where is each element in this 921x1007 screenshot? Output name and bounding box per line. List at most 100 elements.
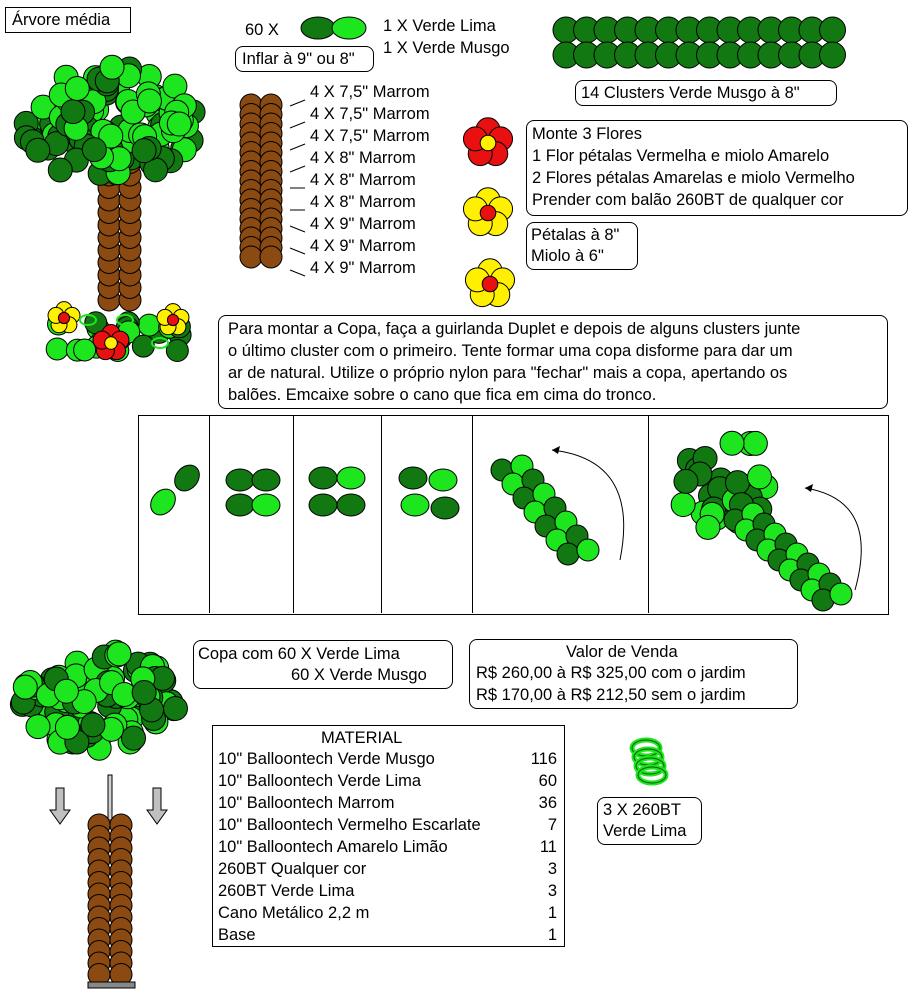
trunk-size-item: 4 X 7,5" Marrom <box>310 127 430 145</box>
instructions-box: Para montar a Copa, faça a guirlanda Dup… <box>218 315 888 409</box>
canopy-balloon <box>60 99 86 125</box>
balloon-step <box>719 430 745 456</box>
garden-balloon <box>73 338 97 362</box>
trunk-balloon <box>259 245 283 269</box>
garden-balloon <box>165 339 189 363</box>
spiral-coil-outline <box>637 766 667 784</box>
copa-balloon <box>25 714 51 740</box>
arrow-head <box>805 484 813 492</box>
copa-balloon <box>80 712 106 738</box>
flowers-illustration <box>462 117 516 308</box>
flowers-line: 2 Flores pétalas Amarelas e miolo Vermel… <box>532 169 855 187</box>
trunk-size-item: 4 X 9" Marrom <box>310 259 416 277</box>
page-title: Árvore média <box>12 11 111 29</box>
spiral-decoration <box>116 314 134 326</box>
copa-balloon <box>53 678 79 704</box>
copa-illustration <box>9 639 188 989</box>
trunk-size-item: 4 X 7,5" Marrom <box>310 83 430 101</box>
spiral-line2: Verde Lima <box>603 822 687 840</box>
canopy-balloon <box>136 88 162 114</box>
inflate-note: Inflar à 9" ou 8" <box>242 50 355 68</box>
price-with-garden: R$ 260,00 à R$ 325,00 com o jardim <box>476 664 746 682</box>
cluster-balloon <box>819 16 846 44</box>
verde-musgo-balloon <box>300 16 336 40</box>
balloon-step <box>747 464 773 490</box>
material-name: Base <box>218 926 256 944</box>
price-without-garden: R$ 170,00 à R$ 212,50 sem o jardim <box>476 686 746 704</box>
balloon-pair-icon <box>300 16 367 40</box>
copa-line2: 60 X Verde Musgo <box>291 666 427 684</box>
copa-balloon <box>12 674 38 700</box>
copa-balloon <box>54 714 80 740</box>
balloon-step <box>576 538 600 562</box>
copa-box: Copa com 60 X Verde Lima 60 X Verde Musg… <box>193 640 453 689</box>
garden-balloon <box>131 334 155 358</box>
canopy-balloon <box>166 111 192 137</box>
metal-pipe <box>107 774 113 821</box>
pointer-line <box>289 165 306 173</box>
copa-balloon <box>106 641 132 667</box>
step-divider <box>381 415 382 613</box>
balloon-step <box>673 468 699 494</box>
pointer-line <box>289 99 306 107</box>
canopy-balloon <box>64 76 90 102</box>
trunk-size-item: 4 X 9" Marrom <box>310 237 416 255</box>
spiral-line1: 3 X 260BT <box>603 801 681 819</box>
material-name: 10" Balloontech Verde Musgo <box>218 750 435 768</box>
flower-center <box>479 204 497 222</box>
verde-lima-balloon <box>331 16 367 40</box>
copa-line1: Copa com 60 X Verde Lima <box>198 645 400 663</box>
material-qty: 36 <box>538 794 557 812</box>
pointer-line <box>289 247 306 255</box>
copa-balloon <box>131 680 157 706</box>
material-qty: 3 <box>547 860 557 878</box>
pointer-line <box>289 225 306 233</box>
balloon-step <box>150 488 176 516</box>
flower-sizes-box: Pétalas à 8" Miolo à 6" <box>526 222 638 270</box>
center-size: Miolo à 6" <box>531 247 604 265</box>
material-name: 10" Balloontech Marrom <box>218 794 395 812</box>
material-qty: 7 <box>547 816 557 834</box>
cluster-balloon <box>819 41 846 69</box>
arrow-head <box>552 446 560 454</box>
instruction-line: balões. Emcaixe sobre o cano que fica em… <box>228 386 657 404</box>
spiral-decoration <box>79 314 97 326</box>
base-plate <box>87 981 136 989</box>
balloon-step <box>428 468 458 492</box>
flower-center <box>57 311 71 325</box>
title-box: Árvore média <box>5 7 131 33</box>
flowers-line: Monte 3 Flores <box>532 125 643 143</box>
clusters-label: 14 Clusters Verde Musgo à 8" <box>581 84 800 102</box>
pointer-line <box>289 143 306 151</box>
trunk-balloon <box>239 245 263 269</box>
material-qty: 116 <box>530 750 557 768</box>
copa-balloon <box>162 695 188 721</box>
canopy-balloon <box>99 54 125 80</box>
petal-size: Pétalas à 8" <box>531 226 620 244</box>
down-arrow <box>146 787 168 825</box>
material-name: 10" Balloontech Vermelho Escarlate <box>218 816 481 834</box>
balloon-step <box>251 468 281 492</box>
balloon-step <box>829 582 853 606</box>
inflate-note-box: Inflar à 9" ou 8" <box>235 46 374 72</box>
canopy-balloon <box>98 123 124 149</box>
canopy-balloon <box>47 157 73 183</box>
flowers-line: 1 Flor pétalas Vermelha e miolo Amarelo <box>532 147 830 165</box>
rotation-arrow <box>804 487 862 591</box>
balloon-step <box>336 493 366 517</box>
assembly-steps-panel <box>138 415 889 615</box>
balloon-step <box>398 466 428 490</box>
clusters-label-box: 14 Clusters Verde Musgo à 8" <box>575 80 837 106</box>
color-verde-lima: 1 X Verde Lima <box>383 17 496 35</box>
material-name: Cano Metálico 2,2 m <box>218 904 370 922</box>
material-qty: 11 <box>539 838 557 856</box>
material-name: 260BT Verde Lima <box>218 882 355 900</box>
trunk-size-item: 4 X 8" Marrom <box>310 193 416 211</box>
flower-center <box>481 275 499 293</box>
trunk-size-item: 4 X 9" Marrom <box>310 215 416 233</box>
instruction-line: Para montar a Copa, faça a guirlanda Dup… <box>228 320 801 338</box>
material-name: 10" Balloontech Amarelo Limão <box>218 838 448 856</box>
balloon-step <box>336 466 366 490</box>
balloon-step <box>251 493 281 517</box>
trunk-size-item: 4 X 7,5" Marrom <box>310 105 430 123</box>
